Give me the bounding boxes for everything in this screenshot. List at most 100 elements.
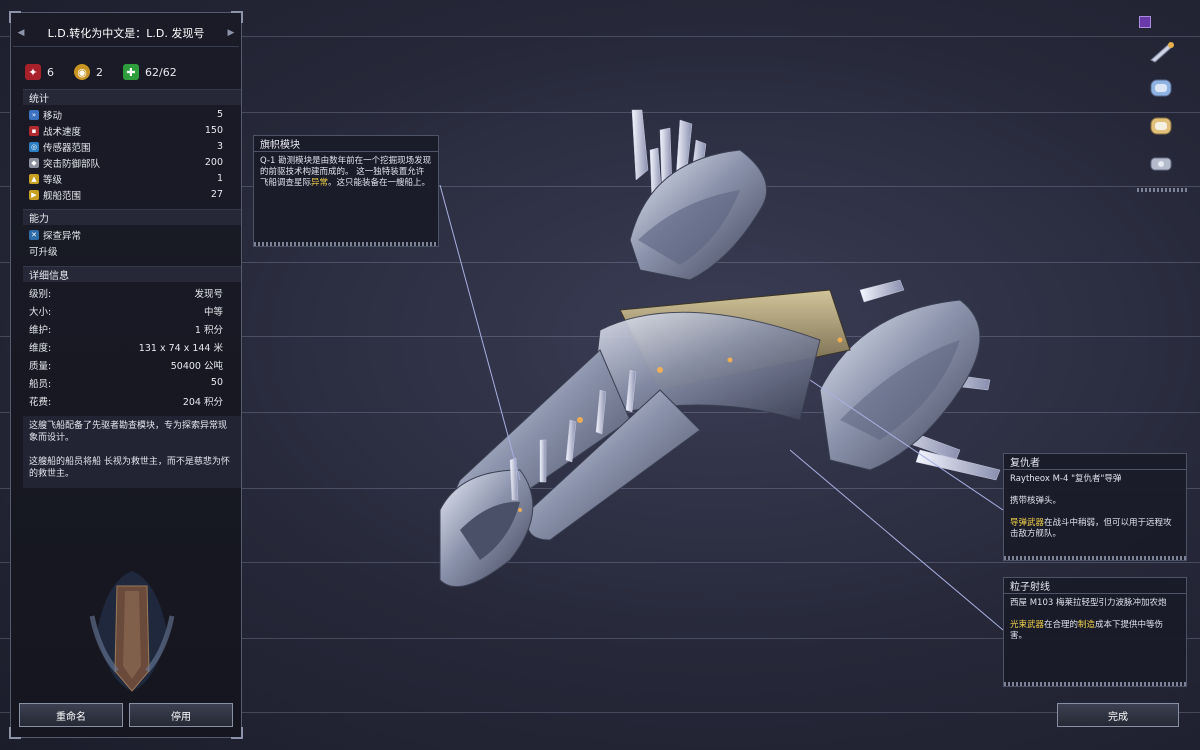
panel-text: 携带核弹头。 bbox=[1010, 496, 1062, 506]
stat-label: 移动 bbox=[43, 110, 63, 122]
stat-value: 200 bbox=[204, 157, 223, 168]
detail-row: 级别: 发现号 bbox=[29, 285, 223, 300]
ability-probe-anomaly[interactable]: ✕ 探查异常 bbox=[29, 227, 223, 242]
panel-text: 在战斗中稍弱，但可以用于远程攻击敌方舰队。 bbox=[1010, 518, 1172, 539]
stat-value: 3 bbox=[216, 141, 223, 152]
stat-value: 150 bbox=[204, 125, 223, 136]
stats-header: 统计 bbox=[23, 89, 241, 105]
panel-edge bbox=[254, 242, 438, 246]
stat-assault-defense: ◆ 突击防御部队 200 bbox=[29, 155, 223, 170]
survey-module-icon[interactable] bbox=[1143, 150, 1179, 178]
detail-row: 船员: 50 bbox=[29, 375, 223, 390]
stat-value: 5 bbox=[216, 109, 223, 120]
tactical-speed-icon: ▪ bbox=[29, 125, 39, 136]
stat-level: ▲ 等级 1 bbox=[29, 171, 223, 186]
guide-line bbox=[0, 186, 1200, 187]
panel-title: 粒子射线 bbox=[1004, 578, 1186, 594]
panel-edge bbox=[1004, 682, 1186, 686]
detail-row: 花费: 204 积分 bbox=[29, 393, 223, 408]
detail-row: 质量: 50400 公吨 bbox=[29, 357, 223, 372]
stat-label: 传感器范围 bbox=[43, 142, 91, 154]
stat-value: 27 bbox=[210, 189, 223, 200]
detail-value: 204 积分 bbox=[182, 396, 223, 408]
upgradable-text: 可升级 bbox=[29, 246, 58, 258]
ship-info-panel: ◀ L.D.转化为中文是：L.D. 发现号 ▶ ✦ 6 ◉ 2 ✚ 62/62 … bbox=[9, 11, 243, 739]
movement-icon: » bbox=[29, 109, 39, 120]
guide-line bbox=[0, 36, 1200, 37]
panel-text: Raytheox M-4 "复仇者"导弹 bbox=[1010, 474, 1122, 484]
panel-body: Raytheox M-4 "复仇者"导弹 携带核弹头。 导弹武器在战斗中稍弱，但… bbox=[1004, 470, 1186, 544]
resource-row: ✦ 6 ◉ 2 ✚ 62/62 bbox=[25, 63, 225, 81]
highlight-text: 光束武器 bbox=[1010, 620, 1045, 630]
detail-value: 50400 公吨 bbox=[170, 360, 223, 372]
detail-value: 1 积分 bbox=[194, 324, 223, 336]
panel-text: 在合理的 bbox=[1044, 620, 1079, 630]
stat-label: 舰船范围 bbox=[43, 190, 82, 202]
flag-module-panel: 旗帜模块 Q-1 勘测模块是由数年前在一个挖掘现场发现的前驱技术构建而成的。 这… bbox=[253, 135, 439, 247]
panel-corner bbox=[9, 11, 21, 23]
guide-line bbox=[0, 112, 1200, 113]
detail-label: 维度: bbox=[29, 342, 52, 354]
fleet-range-icon: ▶ bbox=[29, 189, 39, 200]
ship-title: L.D.转化为中文是：L.D. 发现号 bbox=[47, 26, 205, 40]
shield-module-icon[interactable] bbox=[1143, 112, 1179, 140]
done-button[interactable]: 完成 bbox=[1057, 703, 1179, 727]
prev-ship-button[interactable]: ◀ bbox=[17, 27, 25, 38]
resource-coin: ◉ 2 bbox=[74, 64, 103, 80]
panel-text: 成本下提供中等伤害。 bbox=[1010, 620, 1164, 641]
fleet-icon[interactable] bbox=[1139, 16, 1151, 28]
particle-beam-panel: 粒子射线 西屋 M103 梅莱拉轻型引力波脉冲加农炮 光束武器在合理的制造成本下… bbox=[1003, 577, 1187, 687]
ship-title-bar: ◀ L.D.转化为中文是：L.D. 发现号 ▶ bbox=[13, 19, 239, 47]
ability-label: 探查异常 bbox=[43, 230, 82, 242]
missile-weapon-icon[interactable] bbox=[1143, 38, 1179, 66]
resource-value: 6 bbox=[47, 65, 54, 79]
resource-value: 2 bbox=[96, 65, 103, 79]
highlight-text: 制造 bbox=[1078, 620, 1096, 630]
attack-emblem-icon: ✦ bbox=[25, 64, 41, 80]
panel-text: 。这只能装备在一艘船上。 bbox=[328, 178, 431, 188]
detail-row: 大小: 中等 bbox=[29, 303, 223, 318]
panel-text: 西屋 M103 梅莱拉轻型引力波脉冲加农炮 bbox=[1010, 598, 1167, 608]
resource-health: ✚ 62/62 bbox=[123, 64, 177, 80]
toolbar-edge bbox=[1137, 188, 1187, 192]
panel-corner bbox=[231, 727, 243, 739]
resource-value: 62/62 bbox=[145, 65, 177, 79]
health-cross-icon: ✚ bbox=[123, 64, 139, 80]
disable-button[interactable]: 停用 bbox=[129, 703, 233, 727]
stat-label: 战术速度 bbox=[43, 126, 82, 138]
faction-emblem-icon bbox=[89, 571, 175, 692]
highlight-text: 异常 bbox=[311, 178, 329, 188]
sensor-range-icon: ◎ bbox=[29, 141, 39, 152]
stat-label: 等级 bbox=[43, 174, 63, 186]
description-paragraph: 这艘飞船配备了先驱者勘查模块，专为探索异常现象而设计。 bbox=[29, 421, 228, 443]
assault-defense-icon: ◆ bbox=[29, 157, 39, 168]
rename-button[interactable]: 重命名 bbox=[19, 703, 123, 727]
guide-line bbox=[0, 638, 1200, 639]
beam-weapon-icon[interactable] bbox=[1143, 74, 1179, 102]
upgradable-label: 可升级 bbox=[29, 243, 223, 258]
ship-description: 这艘飞船配备了先驱者勘查模块，专为探索异常现象而设计。 这艘船的船员将船 长视为… bbox=[23, 416, 241, 488]
level-icon: ▲ bbox=[29, 173, 39, 184]
detail-label: 维护: bbox=[29, 324, 52, 336]
panel-title: 旗帜模块 bbox=[254, 136, 438, 152]
highlight-text: 导弹武器 bbox=[1010, 518, 1045, 528]
gold-coin-icon: ◉ bbox=[74, 64, 90, 80]
details-header: 详细信息 bbox=[23, 266, 241, 282]
panel-edge bbox=[1004, 556, 1186, 560]
detail-value: 50 bbox=[210, 377, 223, 388]
abilities-header: 能力 bbox=[23, 209, 241, 225]
stat-label: 突击防御部队 bbox=[43, 158, 101, 170]
next-ship-button[interactable]: ▶ bbox=[227, 27, 235, 38]
panel-body: Q-1 勘测模块是由数年前在一个挖掘现场发现的前驱技术构建而成的。 这一独特装置… bbox=[254, 152, 438, 193]
probe-anomaly-icon: ✕ bbox=[29, 229, 39, 240]
detail-label: 质量: bbox=[29, 360, 52, 372]
detail-value: 中等 bbox=[203, 306, 223, 318]
stat-movement: » 移动 5 bbox=[29, 107, 223, 122]
description-paragraph: 这艘船的船员将船 长视为救世主，而不是慈悲为怀的救世主。 bbox=[29, 457, 230, 479]
detail-value: 131 x 74 x 144 米 bbox=[138, 342, 223, 354]
avenger-weapon-panel: 复仇者 Raytheox M-4 "复仇者"导弹 携带核弹头。 导弹武器在战斗中… bbox=[1003, 453, 1187, 561]
stat-tactical-speed: ▪ 战术速度 150 bbox=[29, 123, 223, 138]
detail-label: 花费: bbox=[29, 396, 52, 408]
detail-label: 船员: bbox=[29, 378, 52, 390]
detail-value: 发现号 bbox=[194, 288, 223, 300]
